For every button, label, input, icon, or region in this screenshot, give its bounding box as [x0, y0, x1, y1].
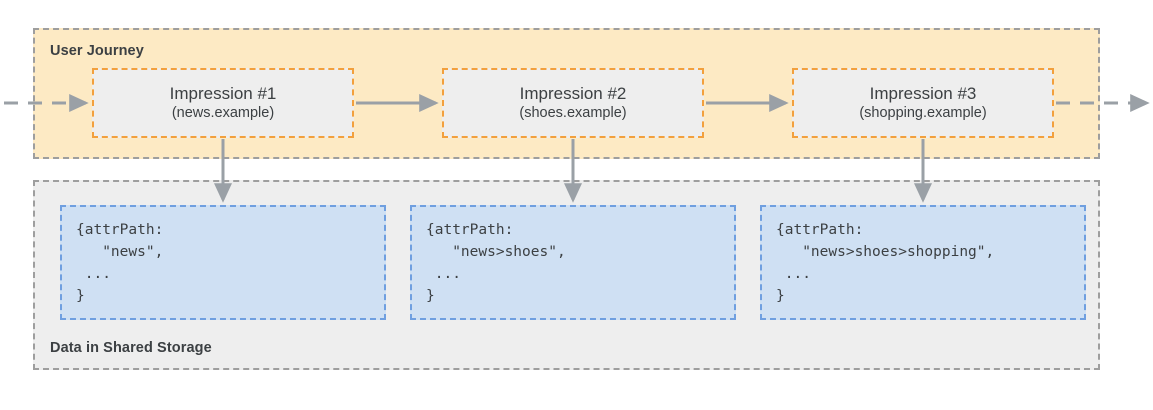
- impression-title-1: Impression #1: [169, 84, 277, 103]
- shared-storage-title: Data in Shared Storage: [50, 340, 212, 356]
- impression-site-1: (news.example): [171, 105, 275, 121]
- impression-box-1[interactable]: Impression #1 (news.example): [92, 68, 354, 138]
- impression-site-3: (shopping.example): [859, 105, 987, 121]
- storage-record-code-2: {attrPath: "news>shoes", ... }: [426, 222, 566, 304]
- impression-site-2: (shoes.example): [519, 105, 627, 121]
- storage-record-box-1[interactable]: {attrPath: "news", ... }: [60, 205, 386, 320]
- storage-record-code-1: {attrPath: "news", ... }: [76, 222, 164, 304]
- impression-box-3[interactable]: Impression #3 (shopping.example): [792, 68, 1054, 138]
- user-journey-title: User Journey: [50, 43, 144, 59]
- impression-box-2[interactable]: Impression #2 (shoes.example): [442, 68, 704, 138]
- storage-record-code-3: {attrPath: "news>shoes>shopping", ... }: [776, 222, 995, 304]
- storage-record-box-2[interactable]: {attrPath: "news>shoes", ... }: [410, 205, 736, 320]
- storage-record-box-3[interactable]: {attrPath: "news>shoes>shopping", ... }: [760, 205, 1086, 320]
- impression-title-3: Impression #3: [869, 84, 977, 103]
- impression-title-2: Impression #2: [519, 84, 627, 103]
